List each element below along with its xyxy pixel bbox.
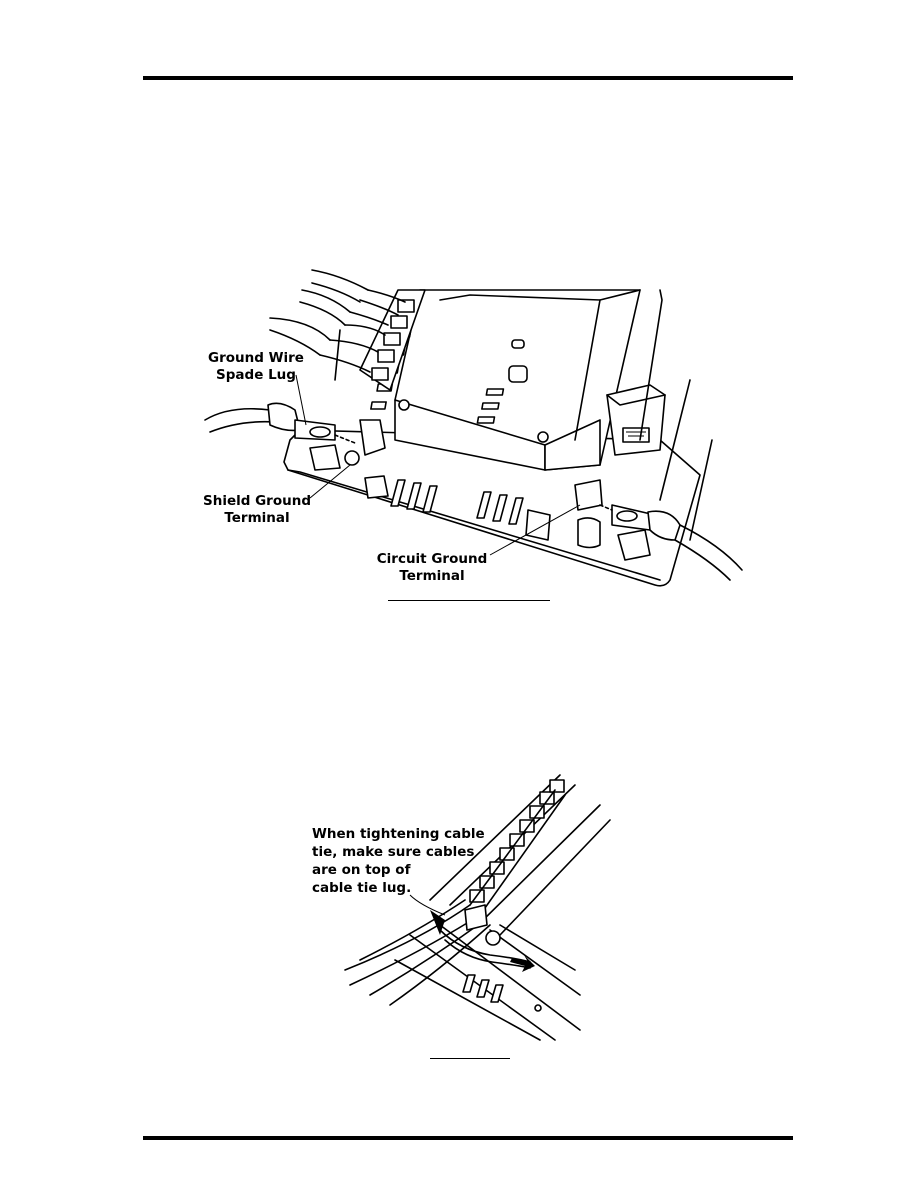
callout-line-1: When tightening cable: [312, 826, 485, 842]
callout-line-4: cable tie lug.: [312, 880, 411, 896]
shield-ground-terminal: [204, 402, 386, 471]
ground-wire-label-1: Ground Wire: [208, 350, 304, 366]
figure-grounding-terminals: Ground Wire Spade Lug Shield Ground Term…: [203, 269, 743, 587]
figure2-caption-underline: [430, 1058, 510, 1059]
network-jack: [606, 384, 666, 456]
circuit-ground-label-1: Circuit Ground: [377, 551, 488, 567]
cables: [269, 269, 406, 381]
bottom-rule: [143, 1136, 793, 1140]
callout-line-2: tie, make sure cables: [312, 844, 474, 860]
ground-wire-label-2: Spade Lug: [216, 367, 296, 383]
callout-line-3: are on top of: [312, 862, 411, 878]
circuit-ground-terminal: [574, 479, 743, 581]
arrow-right-icon: [510, 955, 535, 972]
circuit-ground-label-2: Terminal: [399, 568, 464, 584]
shield-ground-label-1: Shield Ground: [203, 493, 311, 509]
base-vents: [364, 475, 551, 541]
top-rule: [143, 76, 793, 80]
figure1-caption-underline: [388, 600, 550, 601]
arrow-left-icon: [430, 910, 445, 935]
terminal-strip: [359, 289, 426, 391]
shield-ground-label-2: Terminal: [224, 510, 289, 526]
figure-cable-tie: When tightening cable tie, make sure cab…: [312, 774, 611, 1041]
